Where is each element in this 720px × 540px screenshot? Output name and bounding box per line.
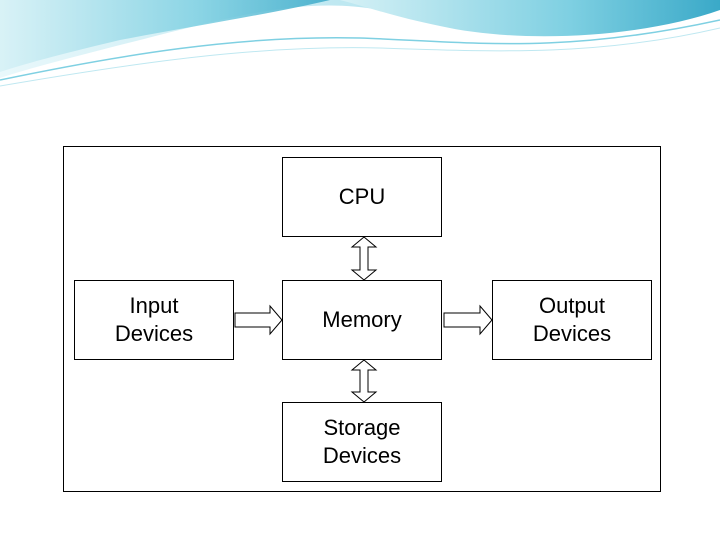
- output-label-line1: Output: [538, 293, 606, 318]
- header-swoosh-banner: [0, 0, 720, 87]
- memory-label: Memory: [322, 307, 402, 332]
- cpu-node: CPU: [282, 157, 442, 237]
- output-devices-node: Output Devices: [492, 280, 652, 360]
- swoosh-band: [340, 0, 720, 37]
- swoosh-band: [0, 0, 330, 72]
- storage-label-line2: Devices: [322, 443, 402, 468]
- swoosh-line: [0, 27, 720, 87]
- input-label-line1: Input: [129, 293, 179, 318]
- output-label-line2: Devices: [532, 321, 612, 346]
- swoosh-line: [0, 19, 720, 81]
- storage-devices-node: Storage Devices: [282, 402, 442, 482]
- input-label-line2: Devices: [114, 321, 194, 346]
- storage-label-line1: Storage: [323, 415, 401, 440]
- input-devices-node: Input Devices: [74, 280, 234, 360]
- memory-node: Memory: [282, 280, 442, 360]
- cpu-label: CPU: [338, 184, 386, 209]
